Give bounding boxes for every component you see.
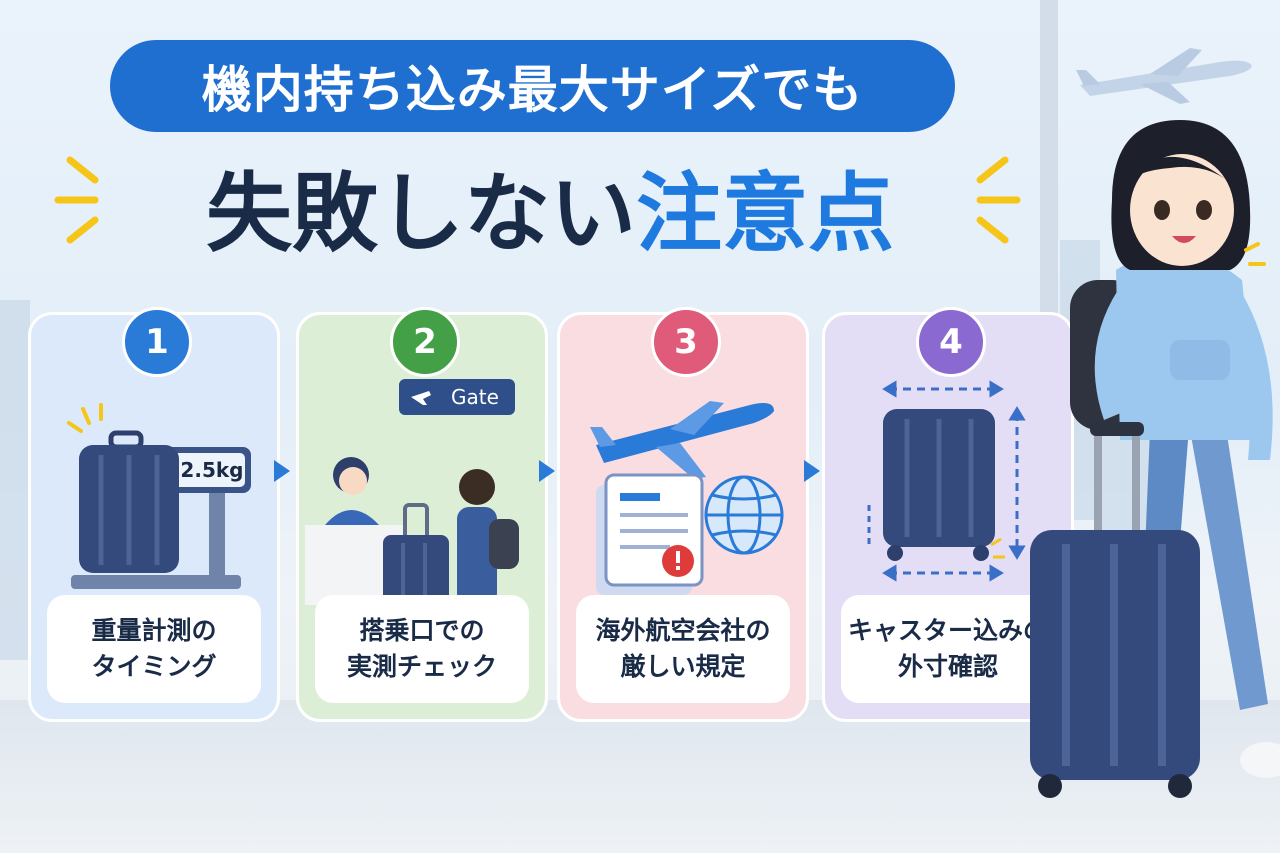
document-warning-icon — [596, 473, 704, 595]
scale-display: 12.5kg — [167, 458, 244, 482]
step-label-line1: 重量計測の — [91, 615, 217, 645]
gate-sign-text: Gate — [451, 385, 499, 409]
headline-blue-text: 注意点 — [636, 163, 894, 264]
step-card-1: 1 12.5kg 重量計測の タイミング — [28, 307, 280, 722]
sparkle-icon — [976, 156, 1021, 244]
step-number-badge: 4 — [916, 307, 986, 377]
title-pill-text: 機内持ち込み最大サイズでも — [201, 61, 864, 119]
step-label-line2: タイミング — [91, 652, 217, 681]
suitcase-icon — [1030, 530, 1200, 798]
step-label-line1: 海外航空会社の — [595, 615, 771, 645]
traveler-character — [1030, 120, 1280, 798]
suitcase-icon — [79, 430, 179, 573]
title-pill: 機内持ち込み最大サイズでも — [110, 40, 955, 132]
step-card-2: 2 Gate 搭乗口での 実測チェック — [296, 307, 548, 722]
scale-illustration: 12.5kg — [67, 403, 251, 589]
globe-icon — [704, 475, 784, 555]
step-label: 搭乗口での 実測チェック — [315, 595, 529, 703]
headline-dark-text: 失敗しない — [206, 163, 636, 264]
next-arrow-icon — [539, 460, 555, 482]
headline: 失敗しない 注意点 — [120, 150, 980, 264]
step-label: 重量計測の タイミング — [47, 595, 261, 703]
sparkle-icon — [54, 156, 99, 244]
airplane-icon — [1076, 48, 1252, 104]
next-arrow-icon — [274, 460, 290, 482]
step-label: キャスター込みの 外寸確認 — [841, 595, 1055, 703]
sparkle-icon — [67, 403, 103, 433]
step-number-badge: 2 — [390, 307, 460, 377]
step-label: 海外航空会社の 厳しい規定 — [576, 595, 790, 703]
dimension-illustration — [867, 380, 1026, 582]
gate-sign: Gate — [399, 379, 515, 415]
airplane-icon — [590, 401, 774, 479]
suitcase-icon — [383, 503, 449, 605]
next-arrow-icon — [804, 460, 820, 482]
gate-counter-illustration: Gate — [305, 379, 519, 605]
city-building — [0, 300, 30, 660]
step-label-line2: 厳しい規定 — [620, 652, 746, 681]
step-label-line2: 実測チェック — [346, 652, 497, 681]
step-label-line2: 外寸確認 — [897, 652, 998, 681]
step-number-badge: 3 — [651, 307, 721, 377]
step-label-line1: 搭乗口での — [359, 615, 485, 645]
suitcase-icon — [883, 409, 1005, 561]
dimension-arrows-icon — [867, 380, 1026, 582]
international-rules-illustration — [590, 401, 784, 595]
step-card-3: 3 海外航空会社の 厳しい規定 — [557, 307, 809, 722]
passenger-icon — [457, 469, 519, 605]
step-label-line1: キャスター込みの — [847, 615, 1048, 645]
step-number-badge: 1 — [122, 307, 192, 377]
